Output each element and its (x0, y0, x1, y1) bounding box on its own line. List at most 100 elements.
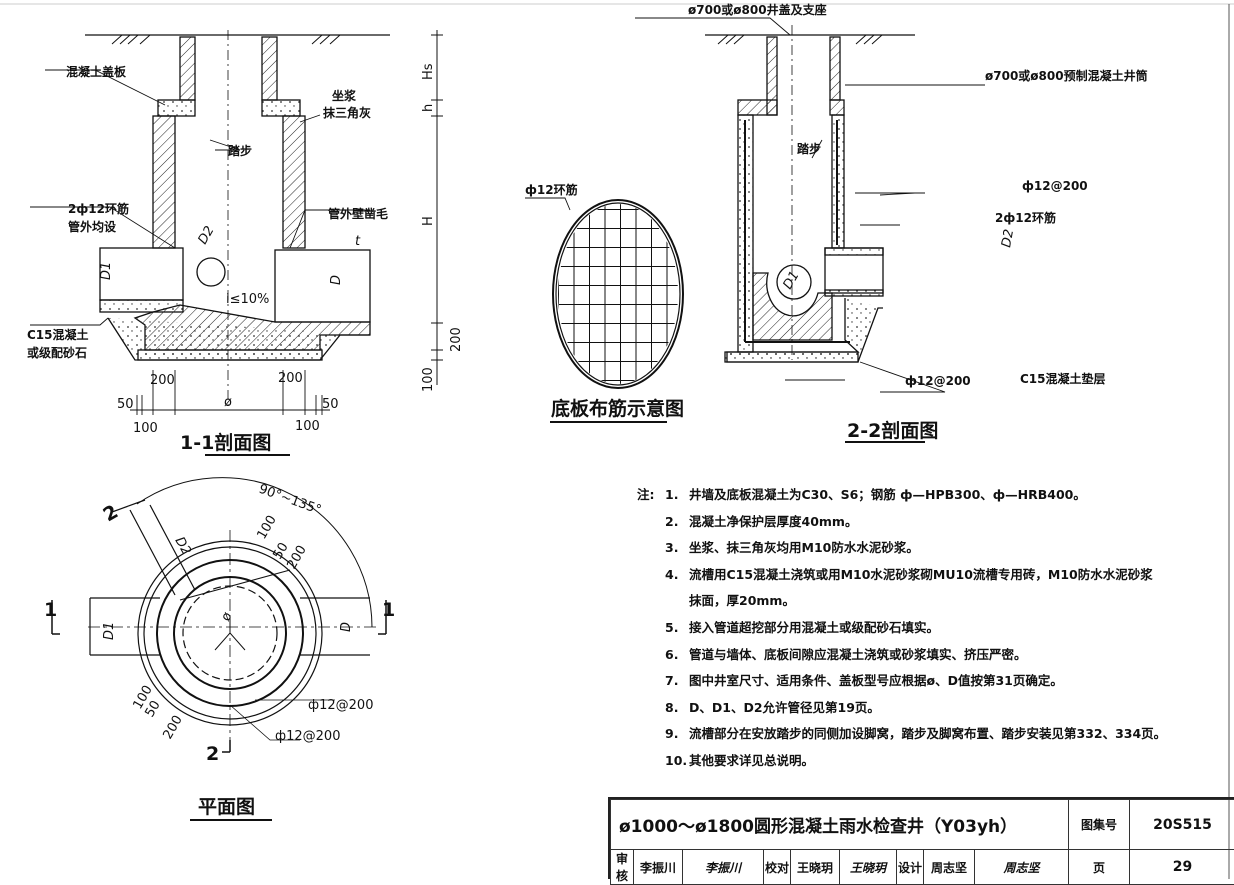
note-text: 接入管道超挖部分用混凝土或级配砂石填实。 (689, 620, 939, 635)
label-cover-slab: 混凝土盖板 (66, 64, 127, 79)
note-row: 6.管道与墙体、底板间隙应混凝土浇筑或砂浆填实、挤压严密。 (637, 642, 1166, 669)
chamber-wall-left (153, 116, 175, 248)
dim-200: 200 (449, 327, 464, 352)
label-pipe-wall: 管外壁凿毛 (328, 206, 388, 221)
section-2-2-title: 2-2剖面图 (847, 419, 938, 442)
label-d1-2: D1 (780, 269, 802, 292)
dim-50-left: 50 (117, 397, 134, 412)
dim-100: 100 (421, 367, 436, 392)
section-mark-2-top: 2 (100, 501, 122, 527)
label-d2-2: D2 (999, 228, 1017, 249)
section-mark-1-left: 1 (44, 599, 57, 621)
dim-100-top: 100 (254, 513, 279, 542)
note-row: 4.流槽用C15混凝土浇筑或用M10水泥砂浆砌MU10流槽专用砖，M10防水水泥… (637, 562, 1166, 589)
plan-view-title: 平面图 (198, 796, 255, 818)
section-1-1-title: 1-1剖面图 (180, 431, 271, 454)
label-ring-rebar-2: 管外均设 (68, 219, 117, 234)
note-row: 5.接入管道超挖部分用混凝土或级配砂石填实。 (637, 615, 1166, 642)
label-ring-rebar-plan: ф12环筋 (525, 182, 578, 197)
plan-view (52, 478, 386, 820)
label-mortar: 坐浆 (332, 88, 357, 103)
notes-prefix: 注: (637, 482, 665, 509)
note-num: 4. (665, 562, 689, 589)
note-num: 6. (665, 642, 689, 669)
section-1-1 (30, 30, 443, 455)
dim-hs: Hs (421, 63, 436, 80)
cover-slab-left (158, 100, 195, 116)
base-cushion (138, 350, 322, 360)
label-cover: ø700或ø800井盖及支座 (688, 2, 827, 17)
title-block: ø1000～ø1800圆形混凝土雨水检查井（Y03yh） 图集号 20S515 … (608, 797, 1234, 879)
note-text: 流槽用C15混凝土浇筑或用M10水泥砂浆砌MU10流槽专用砖，M10防水水泥砂浆 (689, 567, 1153, 582)
note-text: 管道与墙体、底板间隙应混凝土浇筑或砂浆填实、挤压严密。 (689, 647, 1027, 662)
plan-view-text: 1 1 2 2 90°~135° D1 D D2 ø 100 50 200 10… (44, 482, 395, 818)
label-mortar-fillet: 抹三角灰 (323, 105, 371, 120)
label-plan-d1: D1 (102, 622, 117, 640)
shaft-wall-left (180, 37, 195, 100)
dim-200-left: 200 (150, 373, 175, 388)
cover-slab-right (262, 100, 300, 116)
reviewer-name: 李振川 (634, 850, 683, 885)
dim-200-bottom: 200 (160, 713, 185, 742)
note-num: 5. (665, 615, 689, 642)
note-text: D、D1、D2允许管径见第19页。 (689, 700, 880, 715)
section-1-1-text: 混凝土盖板 坐浆 抹三角灰 踏步 2ф12环筋 管外均设 管外壁凿毛 C15混凝… (27, 63, 464, 454)
dim-100-left: 100 (133, 421, 158, 436)
soil-hatch (112, 35, 340, 44)
note-num: 10. (665, 748, 689, 775)
note-num: 7. (665, 668, 689, 695)
checker-name: 王晓玥 (791, 850, 840, 885)
label-d1: D1 (99, 262, 114, 280)
base-rebar-plan: ф12环筋 底板布筋示意图 (525, 182, 690, 422)
note-num: 3. (665, 535, 689, 562)
dim-H: H (421, 216, 436, 226)
note-row: 8.D、D1、D2允许管径见第19页。 (637, 695, 1166, 722)
label-shaft: ø700或ø800预制混凝土井筒 (985, 68, 1148, 83)
d2-pipe-circle (197, 258, 225, 286)
designer-signature: 周志坚 (975, 850, 1069, 885)
shaft-wall-right (262, 37, 277, 100)
label-step: 踏步 (228, 143, 252, 158)
atlas-label: 图集号 (1069, 800, 1130, 850)
designer-name: 周志坚 (924, 850, 975, 885)
notes: 注:1.井墙及底板混凝土为C30、S6；钢筋 ф—HPB300、ф—HRB400… (637, 482, 1166, 775)
dim-100-right: 100 (295, 419, 320, 434)
checker-signature: 王晓玥 (840, 850, 897, 885)
section-mark-2-bottom: 2 (206, 743, 219, 765)
design-label: 设计 (897, 850, 924, 885)
label-plan-d: D (339, 622, 354, 632)
note-num: 8. (665, 695, 689, 722)
label-ring-rebar: 2ф12环筋 (68, 201, 129, 216)
note-row: 7.图中井室尺寸、适用条件、盖板型号应根据ø、D值按第31页确定。 (637, 668, 1166, 695)
page-number: 29 (1130, 850, 1234, 885)
label-plan-phi: ø (218, 610, 235, 624)
check-label: 校对 (764, 850, 791, 885)
note-num: 2. (665, 509, 689, 536)
label-slope: i≤10% (226, 292, 269, 307)
label-t: t (355, 234, 361, 249)
drawing-title: ø1000～ø1800圆形混凝土雨水检查井（Y03yh） (611, 800, 1069, 850)
page-label: 页 (1069, 850, 1130, 885)
note-text: 混凝土净保护层厚度40mm。 (689, 514, 857, 529)
outlet-pipe-d (275, 250, 370, 322)
label-c15-2: 或级配砂石 (27, 345, 87, 360)
label-plan-rebar-2: ф12@200 (275, 729, 340, 744)
atlas-number: 20S515 (1130, 800, 1234, 850)
section-2-2-text: ø700或ø800井盖及支座 ø700或ø800预制混凝土井筒 踏步 ф12@2… (688, 2, 1148, 442)
note-num: 1. (665, 482, 689, 509)
reviewer-signature: 李振川 (683, 850, 764, 885)
note-text: 图中井室尺寸、适用条件、盖板型号应根据ø、D值按第31页确定。 (689, 673, 1063, 688)
note-row: 2.混凝土净保护层厚度40mm。 (637, 509, 1166, 536)
note-row: 10.其他要求详见总说明。 (637, 748, 1166, 775)
label-d2: D2 (195, 224, 217, 247)
note-num: 9. (665, 721, 689, 748)
note-text: 其他要求详见总说明。 (689, 753, 814, 768)
label-rebar-wall: ф12@200 (1022, 179, 1088, 193)
dim-phi: ø (224, 395, 232, 410)
label-ring-rebar-2: 2ф12环筋 (995, 210, 1056, 225)
label-d: D (329, 275, 344, 285)
note-text: 流槽部分在安放踏步的同侧加设脚窝，踏步及脚窝布置、踏步安装见第332、334页。 (689, 726, 1166, 741)
label-step-2: 踏步 (797, 141, 821, 156)
note-row: 9.流槽部分在安放踏步的同侧加设脚窝，踏步及脚窝布置、踏步安装见第332、334… (637, 721, 1166, 748)
dim-h: h (421, 104, 436, 112)
